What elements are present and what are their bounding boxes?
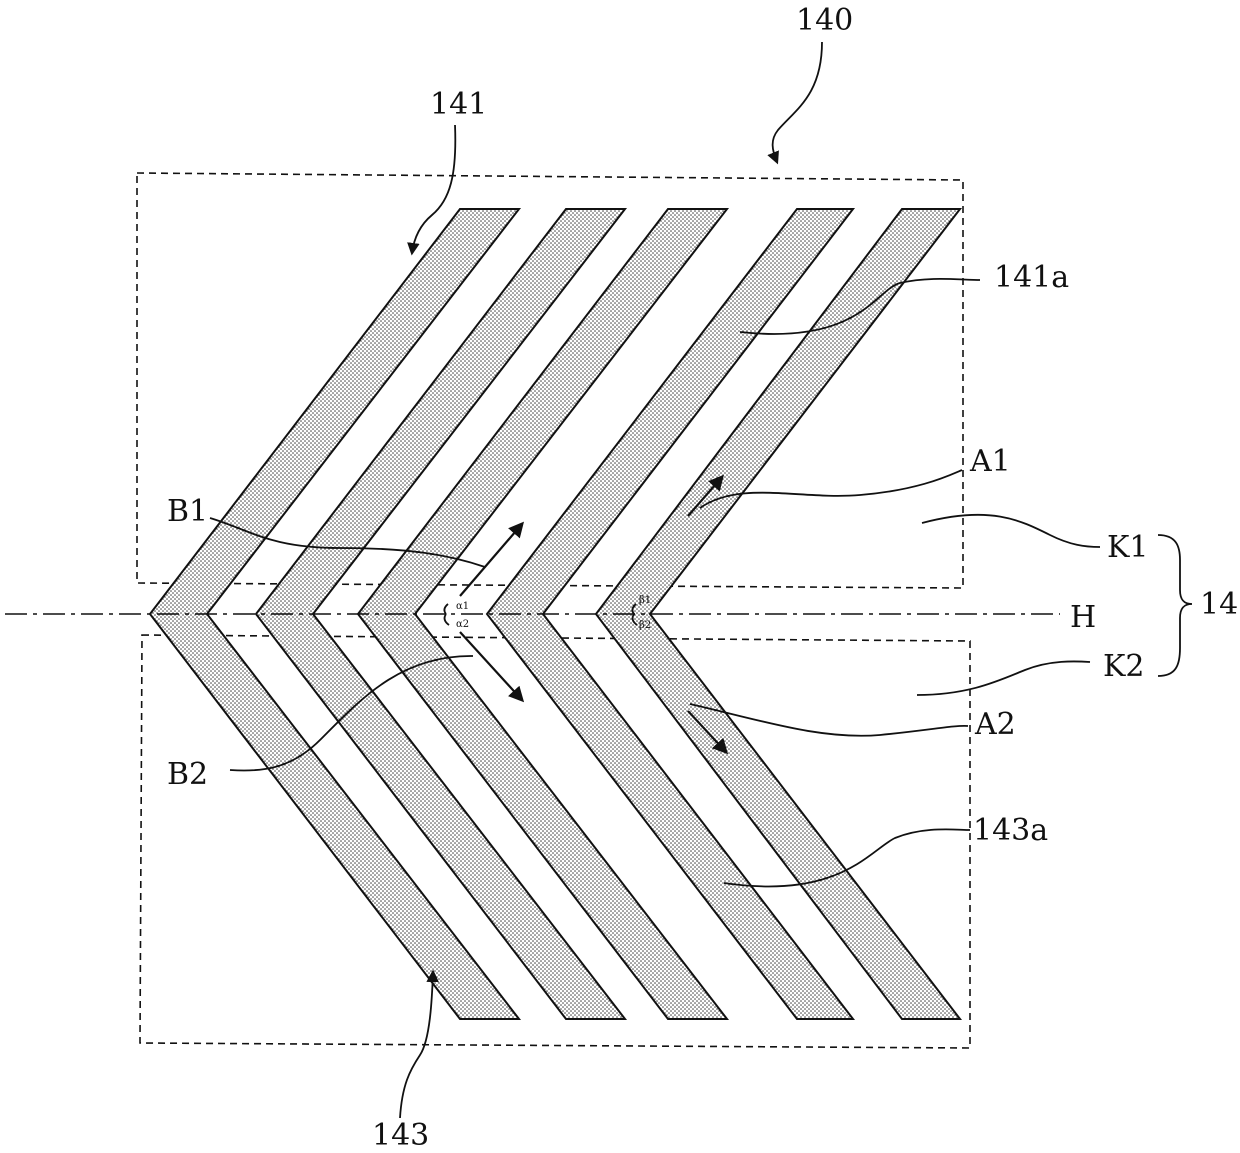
label-141: 141 — [430, 87, 487, 122]
label-b2: B2 — [167, 757, 208, 792]
label-143a: 143a — [973, 813, 1048, 848]
label-a2: A2 — [974, 707, 1016, 742]
label-h: H — [1070, 600, 1096, 635]
label-a1: A1 — [969, 444, 1011, 479]
label-141a: 141a — [994, 260, 1069, 295]
leader-140 — [773, 42, 822, 162]
brace-14 — [1158, 535, 1192, 676]
label-b1: B1 — [167, 494, 208, 529]
angle-label-alpha1: α1 — [456, 601, 469, 612]
angle-label-alpha2: α2 — [456, 619, 469, 630]
label-143: 143 — [372, 1118, 429, 1153]
label-k2: K2 — [1103, 649, 1145, 684]
angle-arc-alpha2 — [445, 614, 449, 625]
angle-label-beta2: β2 — [639, 620, 651, 631]
angle-label-beta1: β1 — [639, 595, 651, 606]
leader-k1 — [922, 515, 1100, 547]
label-140: 140 — [796, 3, 853, 38]
label-k1: K1 — [1107, 530, 1149, 565]
angle-arc-alpha1 — [444, 604, 448, 614]
leader-k2 — [917, 661, 1090, 695]
label-14: 14 — [1200, 587, 1238, 622]
